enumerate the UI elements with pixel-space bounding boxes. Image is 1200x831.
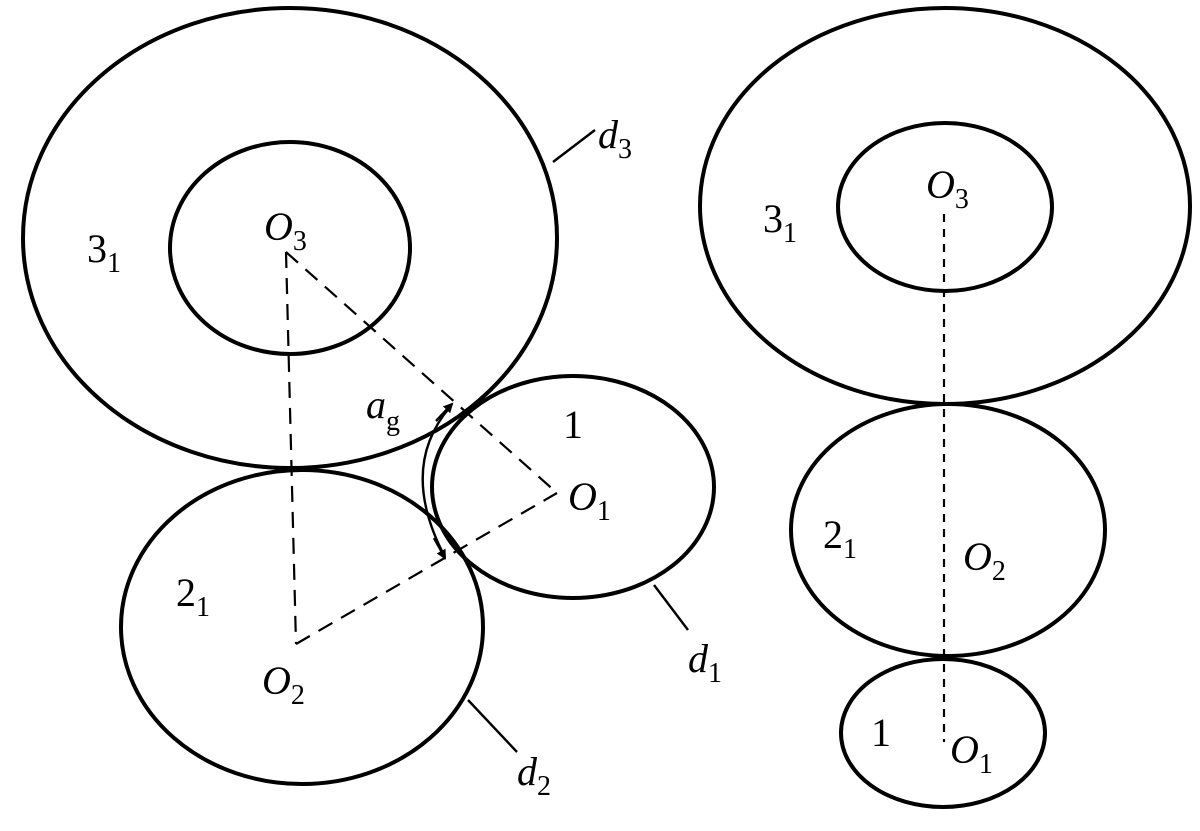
left-gear-3-label: 31 [87, 226, 121, 279]
left-gear-2-circle [119, 468, 485, 786]
right-diagram: 31 21 1 O3 O2 O1 [698, 6, 1192, 809]
left-line-o3-o1 [285, 251, 558, 494]
dim-d3-label: d3 [598, 112, 632, 165]
dim-d1-label: d1 [688, 636, 722, 689]
right-gear-1-circle [839, 657, 1047, 809]
leader-d2 [467, 699, 518, 753]
right-center-o2-label: O2 [963, 534, 1006, 587]
right-gear-3-label: 31 [763, 196, 797, 249]
angle-arrow-bottom [432, 537, 447, 560]
left-gear-3-inner-circle [168, 140, 412, 356]
left-gear-2-label: 21 [176, 570, 210, 623]
right-center-o1-label: O1 [950, 727, 993, 780]
left-center-o2-label: O2 [262, 658, 305, 711]
left-gear-1-label: 1 [563, 402, 583, 447]
right-gear-2-label: 21 [823, 512, 857, 565]
left-line-o3-o2 [284, 251, 298, 645]
leader-d1 [653, 584, 689, 631]
angle-arc [421, 406, 451, 558]
right-center-o3-label: O3 [926, 162, 969, 215]
angle-arrow-top [435, 402, 454, 422]
left-line-o2-o1 [295, 492, 558, 645]
angle-ag-label: ag [366, 382, 400, 437]
left-gear-3-outer-circle [21, 6, 559, 470]
left-center-o3-label: O3 [264, 204, 307, 257]
left-gear-1-circle [430, 374, 716, 600]
leader-d3 [552, 129, 596, 163]
dim-d2-label: d2 [517, 749, 551, 802]
left-center-o1-label: O1 [568, 474, 611, 527]
right-gear-1-label: 1 [871, 710, 891, 755]
right-gear-2-circle [789, 402, 1107, 658]
left-diagram: 31 21 1 O3 O2 O1 d3 d1 d2 ag [21, 6, 722, 802]
